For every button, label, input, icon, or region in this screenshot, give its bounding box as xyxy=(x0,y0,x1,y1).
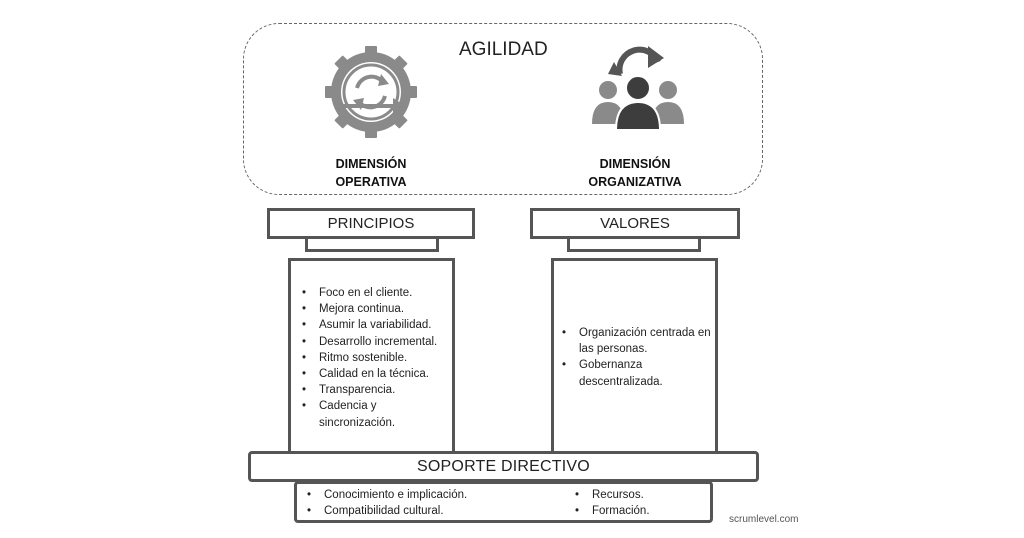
agilidad-container xyxy=(243,23,763,195)
valores-pillar: Organización centrada en las personas. G… xyxy=(551,258,718,454)
people-group-icon xyxy=(588,44,688,132)
principio-item: Mejora continua. xyxy=(300,301,458,317)
dimension-operativa-line2: OPERATIVA xyxy=(335,175,407,189)
valor-item: Gobernanza descentralizada. xyxy=(560,357,694,389)
dimension-organizativa-line1: DIMENSIÓN xyxy=(599,157,671,171)
principios-label: PRINCIPIOS xyxy=(327,215,415,232)
principio-item: Asumir la variabilidad. xyxy=(300,317,458,333)
valores-list: Organización centrada en las personas. G… xyxy=(560,325,715,390)
dimension-operativa-label: DIMENSIÓN OPERATIVA xyxy=(311,155,431,191)
principios-pillar: Foco en el cliente. Mejora continua. Asu… xyxy=(288,258,455,454)
principio-item: Transparencia. xyxy=(300,382,458,398)
dimension-operativa-line1: DIMENSIÓN xyxy=(335,157,407,171)
credit-text: scrumlevel.com xyxy=(729,514,799,525)
principios-neck xyxy=(305,236,439,252)
principios-list: Foco en el cliente. Mejora continua. Asu… xyxy=(300,285,458,431)
valores-label: VALORES xyxy=(600,215,670,232)
soporte-item: Formación. xyxy=(573,503,693,519)
principio-item: Desarrollo incremental. xyxy=(300,334,458,350)
valores-neck xyxy=(567,236,701,252)
gear-cycle-icon xyxy=(323,44,419,140)
agilidad-title: AGILIDAD xyxy=(459,39,548,60)
dimension-organizativa-line2: ORGANIZATIVA xyxy=(588,175,682,189)
soporte-directivo-header: SOPORTE DIRECTIVO xyxy=(248,451,759,482)
principio-item: Foco en el cliente. xyxy=(300,285,458,301)
soporte-item: Conocimiento e implicación. xyxy=(305,487,545,503)
dimension-organizativa-label: DIMENSIÓN ORGANIZATIVA xyxy=(570,155,700,191)
soporte-directivo-label: SOPORTE DIRECTIVO xyxy=(417,457,590,475)
soporte-left-list: Conocimiento e implicación. Compatibilid… xyxy=(305,487,545,520)
soporte-item: Recursos. xyxy=(573,487,693,503)
principio-item: Cadencia y sincronización. xyxy=(300,398,424,430)
soporte-item: Compatibilidad cultural. xyxy=(305,503,545,519)
principios-header: PRINCIPIOS xyxy=(267,208,475,239)
soporte-right-list: Recursos. Formación. xyxy=(573,487,693,520)
valor-item: Organización centrada en las personas. xyxy=(560,325,715,357)
valores-header: VALORES xyxy=(530,208,740,239)
principio-item: Ritmo sostenible. xyxy=(300,350,458,366)
soporte-directivo-details: Conocimiento e implicación. Compatibilid… xyxy=(294,481,713,523)
principio-item: Calidad en la técnica. xyxy=(300,366,458,382)
